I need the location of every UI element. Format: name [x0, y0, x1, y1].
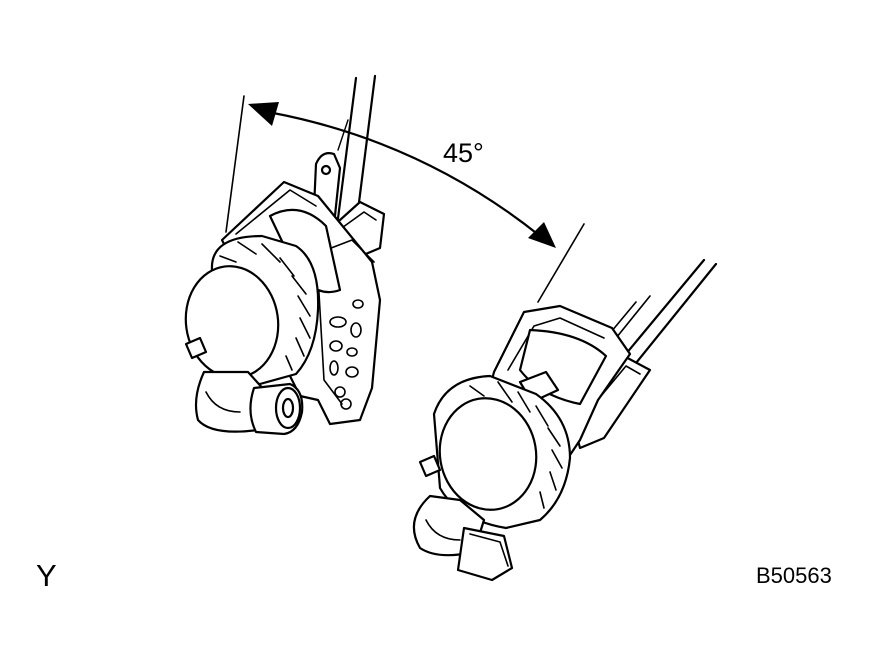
tilted-cover-cap — [438, 397, 538, 511]
tilted-cover-ribs — [469, 381, 563, 509]
view-letter-label: Y — [36, 558, 57, 593]
arrowhead-right — [528, 222, 556, 248]
reference-line-left — [225, 95, 245, 233]
webbing-upright-line-2 — [334, 76, 358, 236]
upright-cover-ribs — [219, 241, 311, 371]
webbing-upright-line-3 — [337, 119, 349, 151]
reference-line-right — [537, 223, 585, 303]
rotation-indicator — [225, 95, 585, 303]
arrowhead-left — [248, 102, 279, 126]
tilted-side-pin — [418, 454, 442, 478]
figure-code-label: B50563 — [756, 563, 832, 588]
retractor-tilted — [412, 258, 718, 582]
rotation-angle-label: 45° — [443, 138, 484, 168]
rotation-arc — [266, 110, 542, 238]
upright-side-pin — [184, 336, 208, 360]
retractor-upright — [184, 74, 386, 436]
upright-plate-holes — [329, 299, 364, 410]
